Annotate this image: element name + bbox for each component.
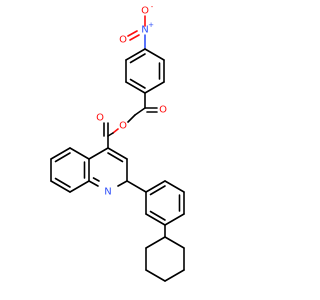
bond-benzo-4d: [54, 177, 71, 188]
atom-nitro-n: N: [141, 25, 148, 36]
bond-nitro-n-o2-b: [129, 34, 140, 41]
atom-nitro-o2: O: [119, 35, 127, 46]
atom-labels: N + O - O O O O N: [96, 3, 167, 198]
bond-benzo-1: [69, 147, 90, 160]
bond-nitro-n-o2-a: [127, 30, 138, 37]
bond-phenyl-1: [145, 180, 166, 193]
atom-ketone-o: O: [159, 105, 167, 116]
atom-ester-o-carbonyl: O: [96, 113, 104, 124]
bond-quinoline-6: [88, 147, 109, 160]
bond-quinoline-1: [107, 147, 128, 160]
bond-benzo-2d: [54, 152, 71, 163]
bond-nitrophenyl-6: [125, 48, 146, 61]
bond-carbonyl-ch2: [134, 107, 146, 116]
molecule-structure: N + O - O O O O N: [50, 3, 185, 282]
bond-cyclohexyl-3: [164, 269, 185, 282]
atom-nitro-n-charge: +: [148, 21, 154, 29]
bond-cyclohexyl-6: [145, 236, 166, 249]
bond-nitrophenyl-3: [144, 81, 165, 94]
bond-quinoline-1d: [107, 152, 124, 163]
bond-quinoline-3: [117, 180, 128, 187]
bond-o-ester-c: [112, 128, 119, 134]
bond-cyclohexyl-1: [164, 236, 185, 249]
bond-phenyl-5d: [149, 210, 166, 221]
bond-nitrophenyl-4d: [129, 78, 146, 89]
bond-ester-c-o-link: [107, 132, 114, 137]
bond-ch2-o: [127, 114, 136, 123]
atom-nitro-o1: O: [141, 6, 149, 17]
bond-nitrophenyl-6d: [129, 53, 146, 64]
bond-nitrophenyl-4: [125, 81, 146, 94]
atom-ester-o-ether: O: [119, 121, 127, 132]
bond-quinoline-4: [88, 180, 99, 187]
bond-cyclohexyl-4: [145, 269, 166, 282]
bond-quinoline-4d: [92, 177, 100, 182]
bond-phenyl-1d: [149, 185, 166, 196]
bond-benzo-2: [50, 147, 71, 160]
bond-phenyl-4: [164, 213, 185, 226]
bond-phenyl-2: [164, 180, 185, 193]
atom-nitro-o1-charge: -: [151, 3, 154, 11]
atom-quinoline-n: N: [104, 187, 111, 198]
bond-quinoline-phenyl: [126, 180, 147, 193]
bond-nitrophenyl-1: [144, 48, 165, 61]
bond-skeleton: [50, 15, 185, 282]
bond-phenyl-5: [145, 213, 166, 226]
bond-benzo-5: [69, 180, 90, 193]
bond-benzo-4: [50, 180, 71, 193]
